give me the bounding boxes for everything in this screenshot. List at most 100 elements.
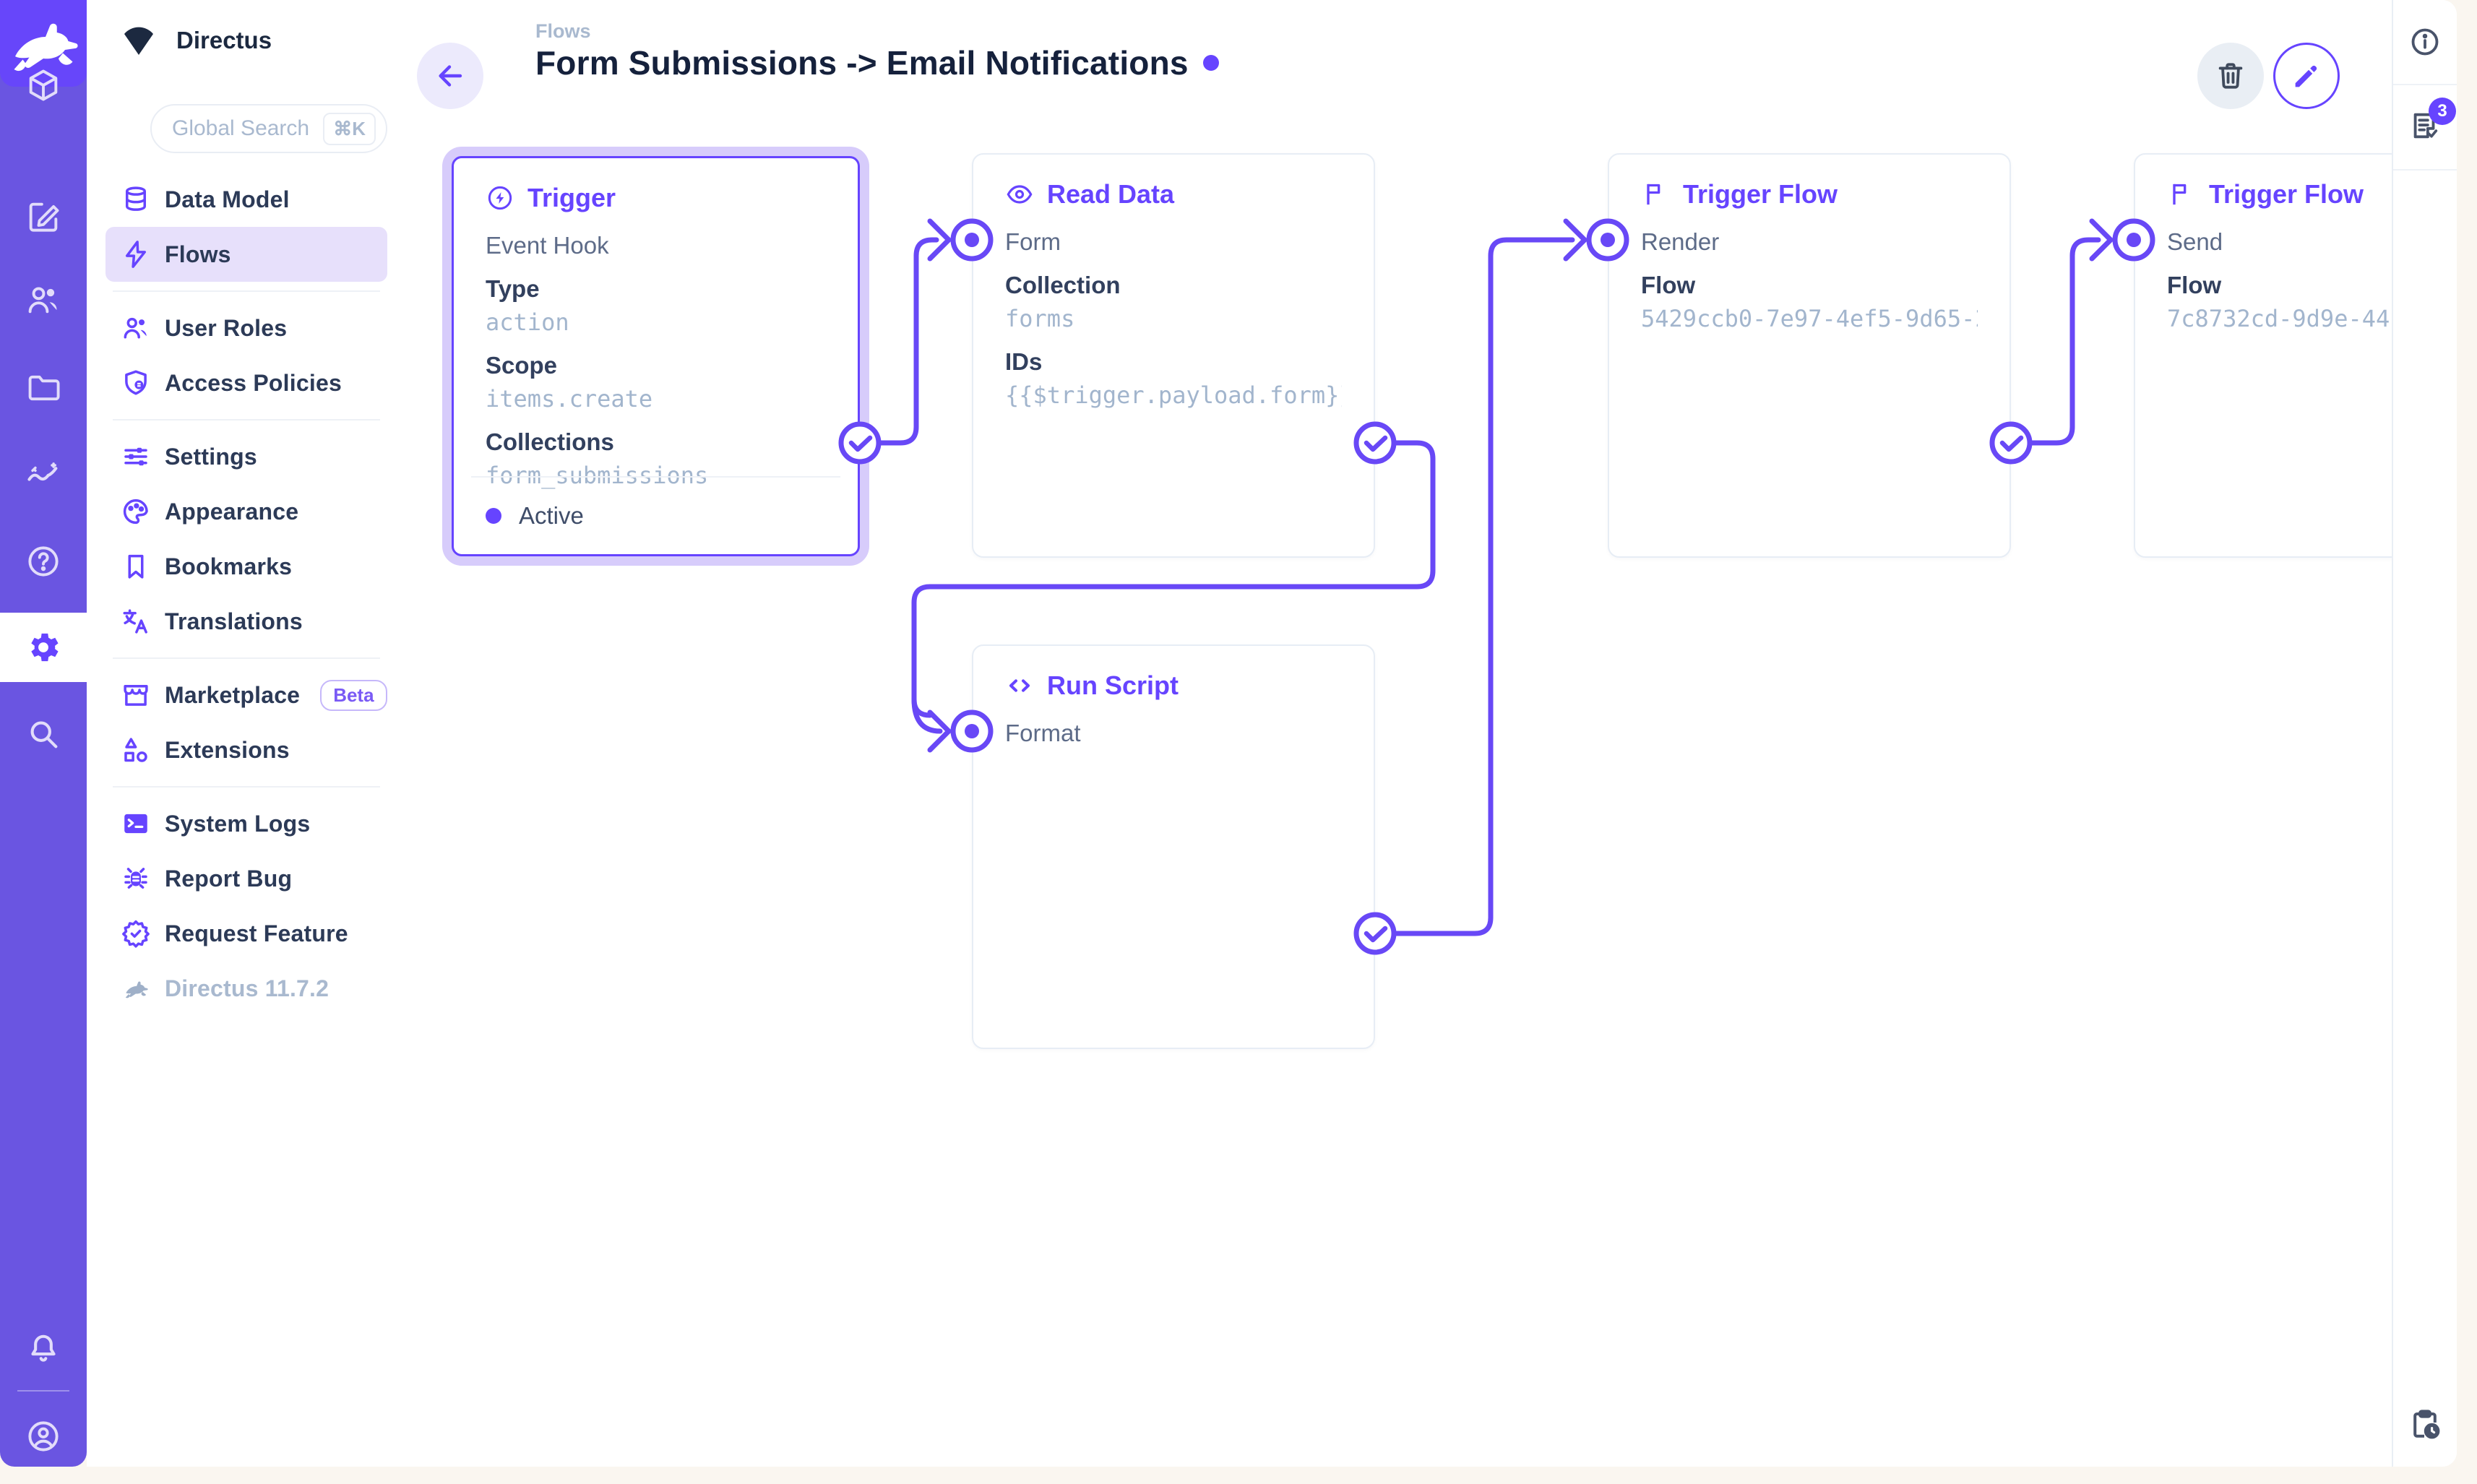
breadcrumb[interactable]: Flows <box>535 20 591 42</box>
version-label: Directus 11.7.2 <box>165 975 329 1001</box>
trash-icon <box>2218 63 2243 89</box>
flow-canvas[interactable]: Flows Form Submissions -> Email Notifica… <box>402 0 2392 1467</box>
field-value: forms <box>1005 305 1075 332</box>
sidebar-item-translations[interactable]: Translations <box>105 594 387 649</box>
arrowhead-icon <box>2089 218 2114 262</box>
sidebar-item-label: User Roles <box>165 314 288 341</box>
sidebar-item-appearance[interactable]: Appearance <box>105 484 387 539</box>
arrowhead-icon <box>927 709 952 753</box>
cube-icon <box>29 69 58 101</box>
wire-read-data-to-run-script-tail <box>911 696 943 734</box>
notifications-bell[interactable] <box>0 1313 87 1383</box>
module-settings-icon[interactable] <box>0 613 87 682</box>
field-label: Flow <box>1641 272 1696 298</box>
module-bar <box>0 0 87 1467</box>
panel-title: Trigger <box>527 183 616 212</box>
module-help-icon[interactable] <box>0 527 87 596</box>
sidebar-item-access-policies[interactable]: Access Policies <box>105 355 387 410</box>
rabbit-icon <box>120 972 152 1004</box>
sidebar-item-marketplace[interactable]: Marketplace Beta <box>105 668 387 722</box>
panel-subtitle: Event Hook <box>486 232 609 259</box>
pending-tasks-button[interactable] <box>2393 1381 2457 1467</box>
edit-square-icon <box>29 202 59 232</box>
project-header[interactable]: Directus <box>120 13 272 68</box>
panel-title: Read Data <box>1047 179 1175 209</box>
sidebar-item-label: Access Policies <box>165 369 342 396</box>
sidebar-item-label: Extensions <box>165 736 290 763</box>
search-shortcut-kbd: ⌘K <box>323 112 376 145</box>
delete-flow-button[interactable] <box>2197 43 2264 109</box>
app-version: Directus 11.7.2 <box>105 961 387 1016</box>
arrowhead-icon <box>927 218 952 262</box>
flow-panel-read-data[interactable]: Read Data Form Collection forms IDs {{$t… <box>972 153 1375 558</box>
sidebar-item-user-roles[interactable]: User Roles <box>105 301 387 355</box>
beta-badge: Beta <box>320 679 387 711</box>
flow-panel-run-script[interactable]: Run Script Format <box>972 644 1375 1049</box>
panel-header: Trigger Flow <box>2167 179 2392 210</box>
module-insights-icon[interactable] <box>0 440 87 509</box>
field-value: form_submissions <box>486 462 709 489</box>
search-input[interactable] <box>171 116 324 142</box>
module-files-icon[interactable] <box>0 353 87 423</box>
module-content-icon[interactable] <box>0 51 87 120</box>
field-value: 7c8732cd-9d9e-44be <box>2167 305 2392 332</box>
sidebar-item-label: Marketplace <box>165 681 301 708</box>
field-label: Type <box>486 275 540 302</box>
field-label: Scope <box>486 352 558 379</box>
sidebar-item-flows[interactable]: Flows <box>105 227 387 282</box>
module-users-icon[interactable] <box>0 265 87 335</box>
global-search[interactable]: ⌘K <box>150 104 387 153</box>
info-button[interactable] <box>2393 0 2457 85</box>
sidebar-item-label: Translations <box>165 608 303 634</box>
sidebar-nav: Data Model Flows User Roles Access P <box>105 172 387 1016</box>
rabbit-icon <box>14 23 78 72</box>
divider <box>113 290 380 292</box>
module-editor-icon[interactable] <box>0 182 87 251</box>
flow-panel-trigger-flow-send[interactable]: Trigger Flow Send Flow 7c8732cd-9d9e-44b… <box>2134 153 2392 558</box>
nav-sidebar: Directus ⌘K Data Model Flows <box>87 0 402 1467</box>
revisions-button[interactable]: 3 <box>2393 85 2457 171</box>
database-icon <box>120 184 152 215</box>
divider <box>113 786 380 788</box>
user-roles-icon <box>120 312 152 344</box>
sidebar-item-label: System Logs <box>165 810 311 837</box>
shield-icon <box>120 367 152 399</box>
flow-panel-trigger-flow-render[interactable]: Trigger Flow Render Flow 5429ccb0-7e97-4… <box>1608 153 2011 558</box>
status-row: Active <box>486 502 584 530</box>
divider <box>113 419 380 420</box>
back-button[interactable] <box>417 43 483 109</box>
palette-icon <box>120 496 152 527</box>
panel-title: Run Script <box>1047 670 1179 700</box>
sidebar-item-request-feature[interactable]: Request Feature <box>105 906 387 961</box>
status-label: Active <box>519 502 584 529</box>
sidebar-item-report-bug[interactable]: Report Bug <box>105 851 387 906</box>
user-avatar[interactable] <box>0 1402 87 1471</box>
sidebar-item-system-logs[interactable]: System Logs <box>105 796 387 851</box>
sidebar-item-label: Appearance <box>165 498 299 525</box>
sidebar-item-settings[interactable]: Settings <box>105 429 387 484</box>
wire-render-to-send <box>2008 237 2101 446</box>
sidebar-item-label: Bookmarks <box>165 553 293 579</box>
field-value: action <box>486 309 569 336</box>
panel-title: Trigger Flow <box>1683 179 1838 209</box>
sidebar-item-label: Flows <box>165 241 231 267</box>
info-icon <box>2411 28 2439 56</box>
divider <box>17 1390 69 1392</box>
sidebar-item-label: Report Bug <box>165 865 293 892</box>
edit-flow-button[interactable] <box>2273 43 2340 109</box>
bolt-icon <box>120 238 152 270</box>
field-value: items.create <box>486 385 653 413</box>
panel-header: Read Data <box>1005 179 1342 210</box>
field-value: {{$trigger.payload.form}} <box>1005 381 1342 409</box>
sidebar-item-data-model[interactable]: Data Model <box>105 172 387 227</box>
users-icon <box>28 287 57 314</box>
sidebar-item-bookmarks[interactable]: Bookmarks <box>105 539 387 594</box>
help-icon <box>28 546 59 577</box>
field-label: Collections <box>486 428 614 455</box>
flow-panel-trigger[interactable]: Trigger Event Hook Type action Scope ite… <box>452 156 860 556</box>
module-search-icon[interactable] <box>0 699 87 769</box>
seal-check-icon <box>120 918 152 949</box>
sidebar-item-extensions[interactable]: Extensions <box>105 722 387 777</box>
notifications-badge: 3 <box>2429 97 2456 125</box>
status-dot <box>486 508 501 524</box>
